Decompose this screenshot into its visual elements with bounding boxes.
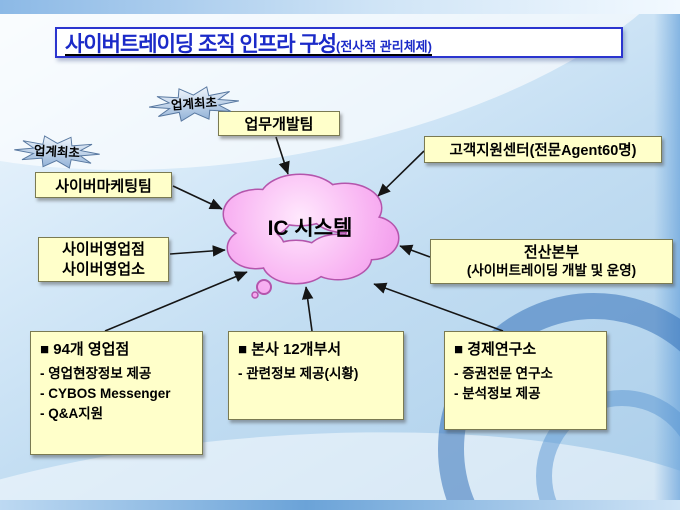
node-it-hq-line1: 전산본부 [523,243,580,261]
node-cyber-marketing: 사이버마케팅팀 [35,172,172,198]
arrow-from-cyber-sales [169,245,226,257]
box-research-item: - 증권전문 연구소 [454,365,553,381]
node-support-center: 고객지원센터(전문Agent60명) [424,136,662,163]
box-branches: ■ 94개 영업점 - 영업현장정보 제공 - CYBOS Messenger … [30,331,203,455]
box-branches-item: - Q&A지원 [40,406,104,421]
node-support-center-label: 고객지원센터(전문Agent60명) [449,143,637,159]
arrow-from-hq-depts [301,286,314,332]
box-research-title: ■ 경제연구소 [454,341,537,358]
box-hq-depts-title: ■ 본사 12개부서 [238,341,342,358]
arrow-from-cyber-marketing [172,185,223,210]
background-top-strip [0,0,680,14]
node-cyber-marketing-label: 사이버마케팅팀 [55,177,152,195]
node-it-hq-line2: (사이버트레이딩 개발 및 운영) [466,263,637,279]
node-cyber-sales: 사이버영업점 사이버영업소 [38,237,169,282]
page-title-suffix: (전사적 관리체제) [335,38,432,54]
node-it-hq: 전산본부 (사이버트레이딩 개발 및 운영) [430,239,673,284]
slide-title-box: 사이버트레이딩 조직 인프라 구성(전사적 관리체제) [55,27,623,58]
box-research-item: - 분석정보 제공 [454,385,541,401]
node-cyber-sales-line2: 사이버영업소 [62,260,145,278]
page-title-line: 사이버트레이딩 조직 인프라 구성(전사적 관리체제) [65,28,432,58]
arrow-from-it-hq [399,244,431,258]
node-cyber-sales-line1: 사이버영업점 [62,241,145,258]
cloud-shape: IC 시스템 [222,173,400,299]
box-hq-depts: ■ 본사 12개부서 - 관련정보 제공(시황) [228,331,404,420]
box-branches-title: ■ 94개 영업점 [40,341,130,358]
background-bottom-strip [0,500,680,510]
arrow-from-research [373,282,504,332]
box-research: ■ 경제연구소 - 증권전문 연구소 - 분석정보 제공 [444,331,607,430]
box-branches-item: - 영업현장정보 제공 [40,365,152,381]
cloud-tail-swirl [256,279,272,295]
node-dev-team: 업무개발팀 [218,111,340,136]
box-hq-depts-item: - 관련정보 제공(시황) [238,365,359,381]
cloud-tail-dot [251,291,259,299]
cloud-system-label: IC 시스템 [268,217,353,240]
node-dev-team-label: 업무개발팀 [244,116,314,133]
box-branches-item: - CYBOS Messenger [40,385,171,401]
arrow-from-support-center [377,150,425,197]
page-title: 사이버트레이딩 조직 인프라 구성 [65,32,337,56]
